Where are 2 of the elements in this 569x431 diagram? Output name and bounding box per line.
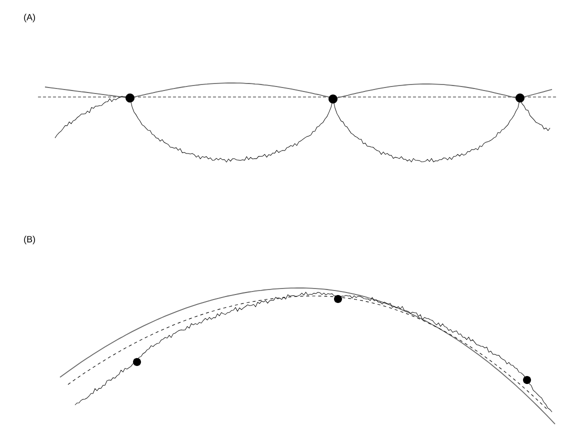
panel-label: (B) bbox=[24, 236, 35, 244]
panel-label: (A) bbox=[24, 14, 35, 22]
